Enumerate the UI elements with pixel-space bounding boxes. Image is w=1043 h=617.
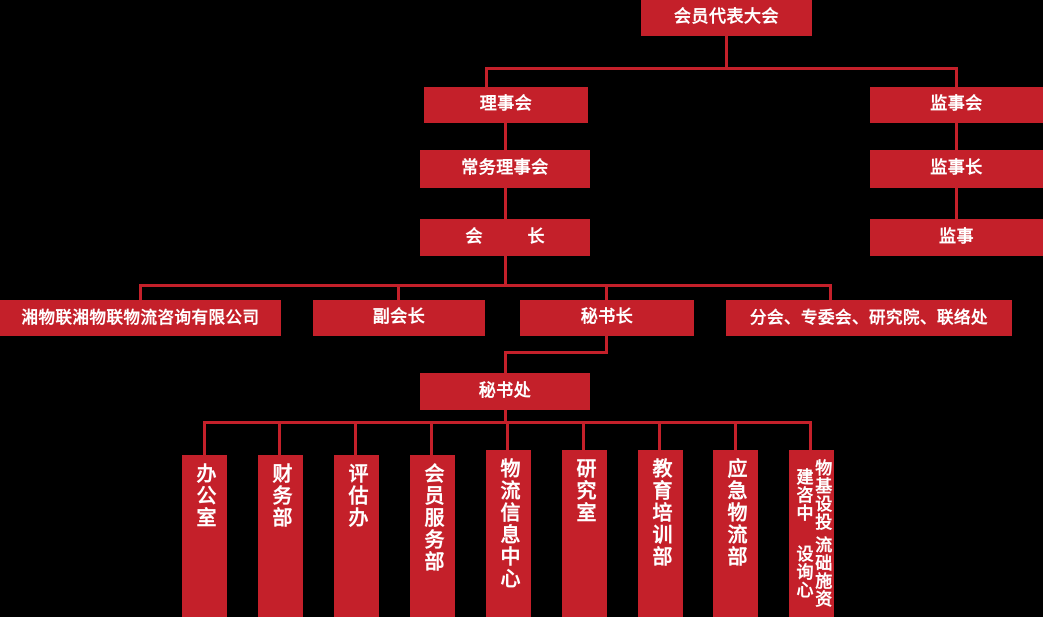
connector-supervisors-to-chief	[955, 123, 958, 150]
node-branches-committees[interactable]: 分会、专委会、研究院、联络处	[726, 300, 1012, 336]
node-supervisor[interactable]: 监事	[870, 219, 1043, 256]
connector-secretariat-link	[504, 351, 608, 354]
connector-to-dept-4	[430, 421, 433, 455]
connector-to-dept-1	[203, 421, 206, 455]
connector-to-vice-president	[397, 284, 400, 300]
node-dept-assessment[interactable]: 评估办	[334, 455, 379, 617]
node-council[interactable]: 理事会	[424, 87, 588, 123]
dept-9-col-a: 物基设投建咨中	[792, 458, 832, 531]
node-president-label: 会 长	[465, 226, 559, 247]
connector-president-down	[504, 256, 507, 285]
node-standing-council[interactable]: 常务理事会	[420, 150, 590, 188]
connector-to-supervisors	[955, 67, 958, 87]
connector-to-dept-2	[278, 421, 281, 455]
connector-congress-down	[725, 36, 728, 68]
connector-secretarygeneral-down	[605, 336, 608, 353]
connector-to-dept-3	[354, 421, 357, 455]
connector-into-secretariat	[504, 351, 507, 373]
dept-9-col-b: 流础施资设询心	[792, 536, 832, 609]
connector-chief-to-supervisor	[955, 188, 958, 219]
connector-to-dept-6	[582, 421, 585, 455]
node-dept-member-service[interactable]: 会员服务部	[410, 455, 455, 617]
node-secretary-general[interactable]: 秘书长	[520, 300, 694, 336]
node-dept-education-training[interactable]: 教育培训部	[638, 450, 683, 617]
connector-secretariat-down	[504, 410, 507, 423]
node-dept-office[interactable]: 办公室	[182, 455, 227, 617]
node-dept-logistics-info-center[interactable]: 物流信息中心	[486, 450, 531, 617]
node-dept-infrastructure-investment-center[interactable]: 物基设投建咨中流础施资设询心	[789, 450, 834, 617]
connector-to-dept-9	[809, 421, 812, 455]
connector-standing-to-president	[504, 188, 507, 219]
node-dept-finance[interactable]: 财务部	[258, 455, 303, 617]
node-logistics-consulting-company[interactable]: 湘物联湘物联物流咨询有限公司	[0, 300, 281, 336]
node-vice-president[interactable]: 副会长	[313, 300, 485, 336]
node-board-of-supervisors[interactable]: 监事会	[870, 87, 1043, 123]
node-secretariat[interactable]: 秘书处	[420, 373, 590, 410]
node-chief-supervisor[interactable]: 监事长	[870, 150, 1043, 188]
connector-to-secretary-general	[605, 284, 608, 300]
connector-level5-bus	[139, 284, 831, 287]
node-member-congress[interactable]: 会员代表大会	[641, 0, 812, 36]
connector-to-dept-8	[734, 421, 737, 455]
connector-to-branches	[829, 284, 832, 300]
connector-to-dept-5	[506, 421, 509, 455]
connector-to-dept-7	[658, 421, 661, 455]
connector-council-to-standing	[504, 123, 507, 150]
connector-to-council	[485, 67, 488, 87]
node-dept-emergency-logistics[interactable]: 应急物流部	[713, 450, 758, 617]
connector-level1-bus	[485, 67, 958, 70]
node-president[interactable]: 会 长	[420, 219, 590, 256]
node-dept-research-office[interactable]: 研究室	[562, 450, 607, 617]
connector-to-consulting-company	[139, 284, 142, 300]
